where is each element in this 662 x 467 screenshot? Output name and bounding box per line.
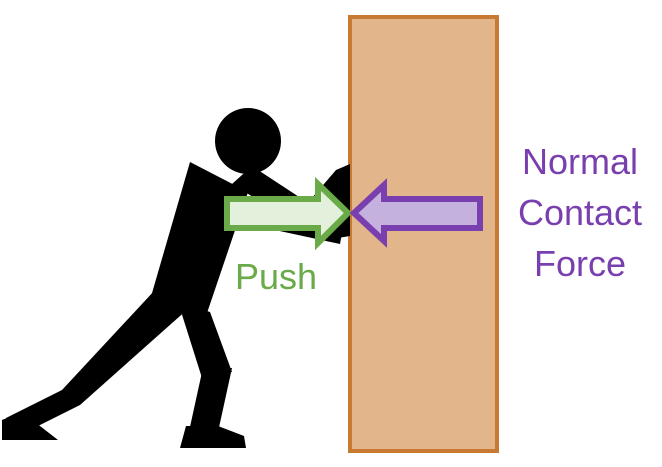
push-arrow-icon (224, 176, 353, 251)
wall-block (348, 15, 499, 453)
normal-force-label-line3: Force (534, 243, 626, 284)
normal-force-arrow-icon (349, 178, 483, 248)
push-label: Push (235, 256, 317, 297)
normal-force-label-line2: Contact (518, 192, 642, 233)
normal-force-label-line1: Normal (522, 141, 638, 182)
